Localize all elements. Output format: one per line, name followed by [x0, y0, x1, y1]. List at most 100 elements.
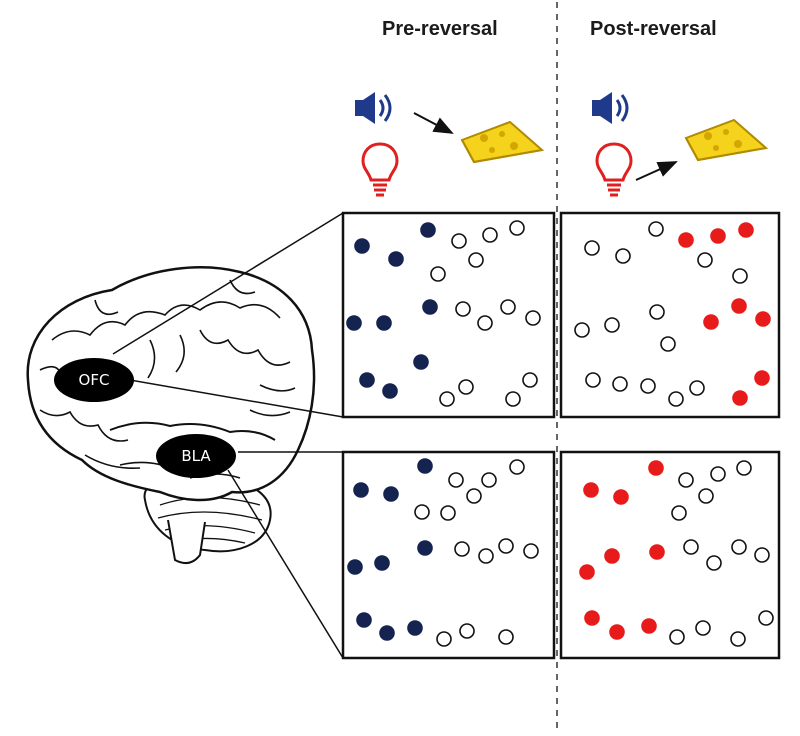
ofc-pre-tone-responsive-neuron [388, 251, 404, 267]
ofc-post-light-responsive-neuron [710, 228, 726, 244]
post-reversal-heading: Post-reversal [590, 18, 717, 40]
ofc-post-inactive-neuron [585, 372, 601, 388]
bla-post-light-responsive-neuron [648, 460, 664, 476]
ofc-pre-inactive-neuron [455, 301, 471, 317]
bla-pre-inactive-neuron [448, 472, 464, 488]
ofc-pre-inactive-neuron [525, 310, 541, 326]
ofc-post-inactive-neuron [697, 252, 713, 268]
bla-post-inactive-neuron [706, 555, 722, 571]
ofc-post-inactive-neuron [648, 221, 664, 237]
ofc-post-light-responsive-neuron [703, 314, 719, 330]
ofc-pre-inactive-neuron [430, 266, 446, 282]
ofc-projection-line [129, 379, 344, 418]
lightbulb-icon [595, 142, 633, 197]
ofc-pre-tone-responsive-neuron [420, 222, 436, 238]
bla-pre-inactive-neuron [498, 629, 514, 645]
bla-pre-inactive-neuron [436, 631, 452, 647]
ofc-pre-inactive-neuron [482, 227, 498, 243]
bla-pre-tone-responsive-neuron [379, 625, 395, 641]
bla-post-inactive-neuron [683, 539, 699, 555]
ofc-pre-tone-responsive-neuron [359, 372, 375, 388]
bla-pre-inactive-neuron [523, 543, 539, 559]
neuron-layer [346, 220, 774, 647]
bla-pre-inactive-neuron [509, 459, 525, 475]
ofc-pre-inactive-neuron [451, 233, 467, 249]
ofc-post-light-responsive-neuron [678, 232, 694, 248]
bla-pre-inactive-neuron [454, 541, 470, 557]
bla-pre-tone-responsive-neuron [353, 482, 369, 498]
ofc-pre-inactive-neuron [505, 391, 521, 407]
bla-pre-tone-responsive-neuron [407, 620, 423, 636]
bla-pre-tone-responsive-neuron [356, 612, 372, 628]
ofc-pre-tone-responsive-neuron [382, 383, 398, 399]
bla-region: BLA [156, 434, 236, 478]
ofc-post-light-responsive-neuron [732, 390, 748, 406]
brain-icon [26, 266, 316, 565]
bla-pre-inactive-neuron [414, 504, 430, 520]
speaker-icon [592, 92, 629, 124]
bla-pre-inactive-neuron [478, 548, 494, 564]
bla-post-inactive-neuron [758, 610, 774, 626]
bla-post-inactive-neuron [698, 488, 714, 504]
bla-post-inactive-neuron [695, 620, 711, 636]
bla-label: BLA [181, 447, 211, 465]
speaker-icon [355, 92, 392, 124]
bla-post-inactive-neuron [671, 505, 687, 521]
ofc-post-inactive-neuron [640, 378, 656, 394]
bla-post-light-responsive-neuron [583, 482, 599, 498]
bla-pre-inactive-neuron [440, 505, 456, 521]
bla-post-light-responsive-neuron [604, 548, 620, 564]
ofc-pre-tone-responsive-neuron [376, 315, 392, 331]
ofc-pre-inactive-neuron [500, 299, 516, 315]
light-reward-arrow [635, 161, 678, 181]
bla-post-inactive-neuron [678, 472, 694, 488]
cheese-icon [684, 118, 769, 162]
bla-projection-line [227, 469, 344, 659]
cheese-icon [460, 120, 545, 164]
ofc-post-inactive-neuron [574, 322, 590, 338]
bla-pre-tone-responsive-neuron [374, 555, 390, 571]
ofc-post-inactive-neuron [660, 336, 676, 352]
bla-pre-tone-responsive-neuron [383, 486, 399, 502]
ofc-pre-inactive-neuron [522, 372, 538, 388]
bla-pre-inactive-neuron [481, 472, 497, 488]
ofc-pre-tone-responsive-neuron [413, 354, 429, 370]
ofc-pre-tone-responsive-neuron [354, 238, 370, 254]
bla-pre-tone-responsive-neuron [417, 458, 433, 474]
ofc-post-inactive-neuron [668, 391, 684, 407]
tone-reward-arrow [413, 112, 454, 134]
ofc-post-light-responsive-neuron [755, 311, 771, 327]
bla-post-inactive-neuron [731, 539, 747, 555]
bla-post-light-responsive-neuron [649, 544, 665, 560]
bla-post-inactive-neuron [736, 460, 752, 476]
bla-pre-tone-responsive-neuron [347, 559, 363, 575]
ofc-pre-inactive-neuron [439, 391, 455, 407]
bla-pre-inactive-neuron [498, 538, 514, 554]
ofc-pre-tone-responsive-neuron [422, 299, 438, 315]
bla-post-light-responsive-neuron [641, 618, 657, 634]
bla-post-inactive-neuron [710, 466, 726, 482]
bla-pre-tone-responsive-neuron [417, 540, 433, 556]
ofc-post-light-responsive-neuron [754, 370, 770, 386]
ofc-pre-panel [341, 211, 556, 419]
ofc-pre-inactive-neuron [509, 220, 525, 236]
bla-pre-inactive-neuron [459, 623, 475, 639]
ofc-label: OFC [79, 371, 110, 389]
pre-reversal-heading: Pre-reversal [382, 18, 498, 40]
bla-post-light-responsive-neuron [609, 624, 625, 640]
lightbulb-icon [361, 142, 399, 197]
ofc-post-inactive-neuron [604, 317, 620, 333]
ofc-pre-inactive-neuron [458, 379, 474, 395]
bla-post-inactive-neuron [669, 629, 685, 645]
ofc-pre-inactive-neuron [468, 252, 484, 268]
ofc-post-light-responsive-neuron [731, 298, 747, 314]
ofc-post-inactive-neuron [612, 376, 628, 392]
ofc-region: OFC [54, 358, 134, 402]
ofc-projection-line [112, 212, 344, 355]
bla-post-inactive-neuron [754, 547, 770, 563]
bla-pre-inactive-neuron [466, 488, 482, 504]
bla-post-light-responsive-neuron [584, 610, 600, 626]
bla-post-light-responsive-neuron [613, 489, 629, 505]
ofc-post-inactive-neuron [649, 304, 665, 320]
